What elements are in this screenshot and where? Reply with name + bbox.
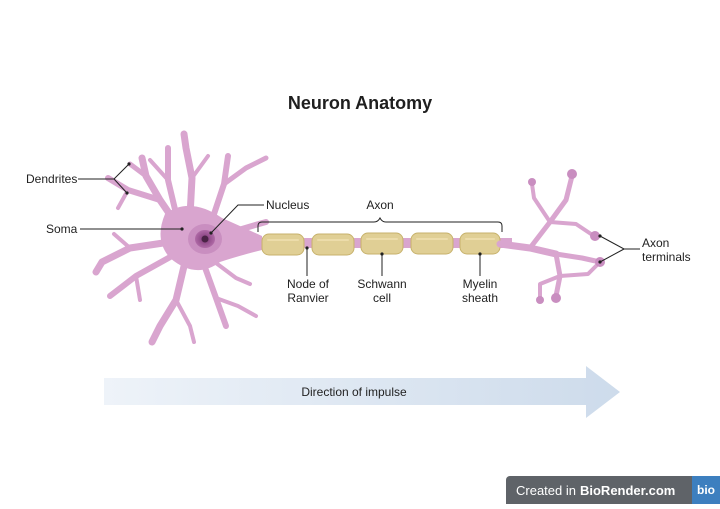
nucleus — [188, 224, 222, 254]
leader-lines — [78, 163, 640, 276]
label-axon-terminals: Axon terminals — [642, 236, 691, 264]
watermark-prefix: Created in — [516, 482, 576, 498]
impulse-arrow — [104, 366, 620, 418]
label-schwann-cell: Schwann cell — [357, 277, 407, 305]
axon-terminal-knobs — [528, 169, 605, 304]
diagram-title: Neuron Anatomy — [287, 93, 433, 113]
axon-terminals — [496, 173, 603, 300]
label-myelin-sheath: Myelin sheath — [461, 277, 499, 305]
label-axon: Axon — [366, 198, 394, 212]
label-soma: Soma — [46, 222, 78, 236]
label-dendrites: Dendrites — [26, 172, 78, 186]
biorender-logo-icon: bio — [692, 476, 720, 504]
leader-dots — [125, 162, 602, 264]
label-node-of-ranvier: Node of Ranvier — [286, 277, 330, 305]
watermark-brand: BioRender.com — [579, 482, 676, 498]
dendrites — [92, 130, 269, 346]
myelin-highlights — [267, 238, 495, 241]
myelin-segments — [261, 232, 501, 256]
impulse-direction-label: Direction of impulse — [301, 385, 407, 399]
label-nucleus: Nucleus — [266, 198, 310, 212]
biorender-watermark[interactable]: Created in BioRender.com bio — [506, 476, 720, 504]
